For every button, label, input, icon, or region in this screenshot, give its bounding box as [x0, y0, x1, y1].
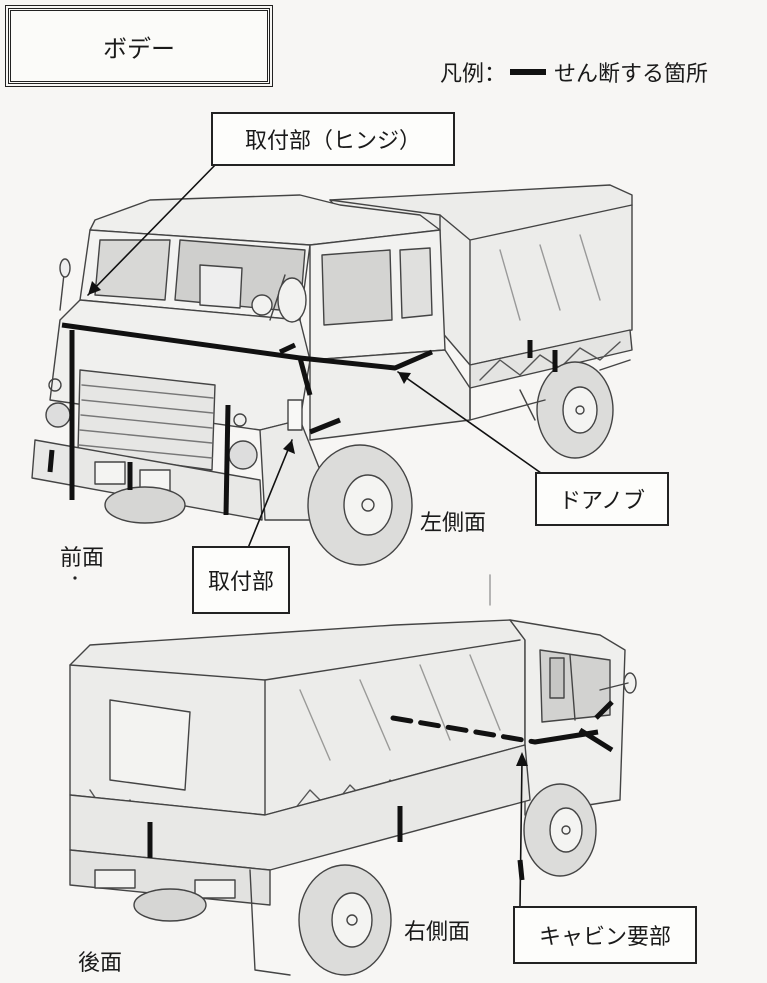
view-label-left-side: 左側面 [420, 511, 487, 536]
legend: 凡例： せん断する箇所 [440, 56, 708, 88]
callout-door-knob: ドアノブ [535, 472, 669, 526]
view-label-front: 前面 [60, 546, 105, 571]
legend-text: せん断する箇所 [554, 62, 709, 87]
callout-cabin-label: キャビン要部 [538, 925, 671, 950]
legend-prefix: 凡例： [440, 62, 507, 87]
callout-cabin: キャビン要部 [513, 906, 697, 964]
callout-hinge: 取付部（ヒンジ） [211, 112, 455, 166]
page-title: ボデー [103, 34, 175, 63]
title-box: ボデー [5, 5, 273, 87]
callout-mount-label: 取付部 [207, 570, 274, 595]
truck-rear-right-view [69, 574, 637, 976]
legend-line-swatch [510, 69, 547, 75]
callout-mount: 取付部 [192, 546, 290, 614]
callout-door-knob-label: ドアノブ [558, 489, 646, 514]
view-label-rear: 後面 [78, 951, 123, 976]
view-label-right-side: 右側面 [404, 920, 471, 945]
callout-hinge-label: 取付部（ヒンジ） [244, 129, 421, 154]
truck-front-left-view [31, 159, 633, 580]
